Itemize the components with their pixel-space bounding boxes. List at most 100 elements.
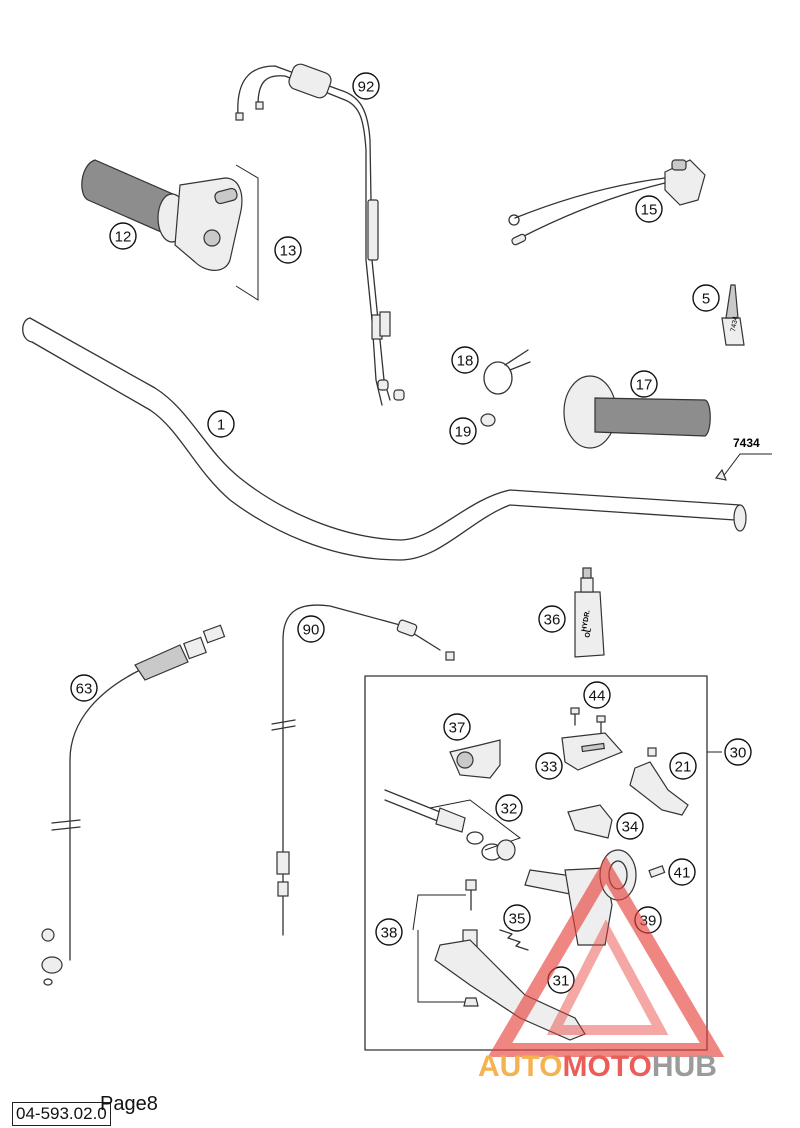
piston-kit: [384, 789, 522, 861]
callout-63: 63: [70, 674, 98, 702]
page-label: Page8: [100, 1093, 158, 1115]
callout-number: 36: [544, 612, 561, 629]
boot: [567, 804, 613, 839]
callout-circle: [535, 752, 563, 780]
watermark-triangle-icon: [487, 856, 725, 1057]
callout-number: 30: [730, 745, 747, 762]
adjuster-screw: [648, 865, 666, 878]
callout-number: 1: [217, 417, 225, 434]
bottle-label-1: HYDR.: [581, 609, 592, 632]
cable-tie: [483, 349, 531, 395]
callout-circle: [449, 417, 477, 445]
callout-37: 37: [443, 713, 471, 741]
callout-circle: [538, 605, 566, 633]
callout-number: 38: [381, 925, 398, 942]
callout-circle: [207, 410, 235, 438]
reservoir-cover: [561, 732, 624, 771]
callout-19: 19: [449, 417, 477, 445]
callout-number: 18: [457, 353, 474, 370]
callout-circle: [352, 72, 380, 100]
callout-circle: [630, 370, 658, 398]
ref-7434-label: 7434: [733, 436, 760, 450]
callout-circle: [70, 674, 98, 702]
callout-number: 37: [449, 720, 466, 737]
watermark-text: AUTOMOTOHUB: [478, 1050, 717, 1083]
kill-switch: [508, 159, 706, 246]
callout-number: 35: [509, 911, 526, 928]
callout-number: 31: [553, 973, 570, 990]
callout-circle: [668, 858, 696, 886]
callout-circle: [669, 752, 697, 780]
callout-92: 92: [352, 72, 380, 100]
callout-circle: [109, 222, 137, 250]
callout-number: 15: [641, 202, 658, 219]
watermark-moto: MOTO: [562, 1050, 651, 1083]
callout-circle: [503, 904, 531, 932]
brake-lever: [434, 939, 586, 1041]
callout-circle: [443, 713, 471, 741]
callout-41: 41: [668, 858, 696, 886]
ref-7434-group: 7434: [714, 436, 772, 481]
callout-12: 12: [109, 222, 137, 250]
callout-circle: [274, 236, 302, 264]
callout-number: 92: [358, 79, 375, 96]
callout-17: 17: [630, 370, 658, 398]
callout-5: 5: [692, 284, 720, 312]
callouts: 92 12 13 15 5 18 17 1 19 36 90 63 44 37 33 21 30 32 34 41 35…: [70, 72, 752, 994]
callout-number: 41: [674, 865, 691, 882]
callout-circle: [297, 615, 325, 643]
callout-circle: [635, 195, 663, 223]
return-spring: [499, 929, 529, 951]
callout-circle: [583, 681, 611, 709]
pivot-bolt-kit: [412, 879, 479, 1007]
handlebar: [22, 317, 747, 561]
callout-circle: [451, 346, 479, 374]
callout-44: 44: [583, 681, 611, 709]
callout-34: 34: [616, 812, 644, 840]
hot-start-cable: [41, 624, 226, 986]
throttle-cables: [235, 63, 405, 406]
master-cylinder-kit-box: [364, 675, 722, 1051]
watermark: AUTOMOTOHUB: [478, 856, 725, 1083]
clutch-cable: [271, 604, 455, 936]
callout-38: 38: [375, 918, 403, 946]
watermark-auto: AUTO: [478, 1050, 562, 1083]
watermark-hub: HUB: [652, 1050, 717, 1083]
callout-18: 18: [451, 346, 479, 374]
callout-circle: [692, 284, 720, 312]
document-number: 04-593.02.0: [12, 1102, 111, 1126]
callout-35: 35: [503, 904, 531, 932]
left-grip: [563, 375, 711, 449]
callout-circle: [616, 812, 644, 840]
callout-32: 32: [495, 794, 523, 822]
grease-tube: 7434: [721, 284, 745, 346]
oil-bottle: HYDR. OL: [574, 567, 605, 658]
adjuster-lever: [629, 747, 689, 816]
callout-1: 1: [207, 410, 235, 438]
callout-33: 33: [535, 752, 563, 780]
callout-circle: [375, 918, 403, 946]
cover-screws: [570, 707, 606, 734]
tube-label: 7434: [730, 316, 740, 333]
callout-90: 90: [297, 615, 325, 643]
bottle-label-2: OL: [584, 627, 593, 639]
callout-number: 21: [675, 759, 692, 776]
cable-clip: [480, 413, 496, 427]
callout-number: 44: [589, 688, 606, 705]
clamp: [449, 739, 501, 779]
callout-15: 15: [635, 195, 663, 223]
callout-number: 33: [541, 759, 558, 776]
callout-number: 12: [115, 229, 132, 246]
throttle-housing: [174, 164, 259, 301]
callout-circle: [724, 738, 752, 766]
callout-number: 17: [636, 377, 653, 394]
callout-number: 5: [702, 291, 710, 308]
callout-number: 34: [622, 819, 639, 836]
callout-number: 90: [303, 622, 320, 639]
callout-21: 21: [669, 752, 697, 780]
callout-30: 30: [724, 738, 752, 766]
callout-number: 13: [280, 243, 297, 260]
callout-circle: [495, 794, 523, 822]
callout-31: 31: [547, 966, 575, 994]
